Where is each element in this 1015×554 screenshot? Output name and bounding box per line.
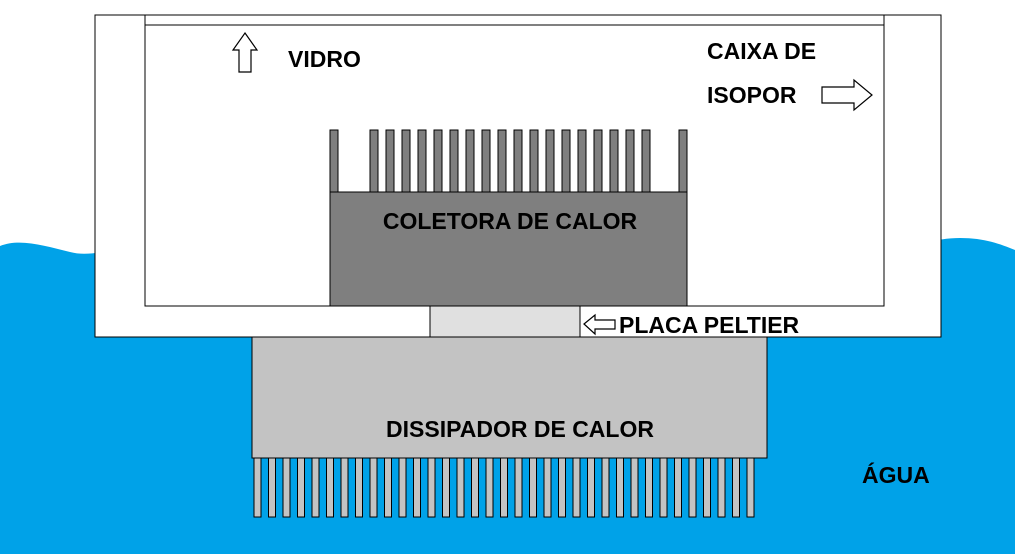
collector-fin xyxy=(449,129,459,195)
collector-fin xyxy=(678,129,688,195)
label-caixa-line2: ISOPOR xyxy=(707,82,797,108)
dissipator-fin xyxy=(500,454,508,518)
collector-fin xyxy=(609,129,619,195)
dissipator-fin xyxy=(514,454,523,518)
dissipator-fin xyxy=(717,454,726,518)
dissipator-fin xyxy=(572,454,581,518)
collector-fin xyxy=(385,129,395,195)
dissipator-fin xyxy=(732,454,740,518)
dissipator-fin xyxy=(340,454,349,518)
dissipator-fin xyxy=(297,454,305,518)
dissipator-fin xyxy=(674,454,682,518)
dissipator-fin xyxy=(456,454,465,518)
collector-fin xyxy=(529,129,539,195)
collector-fin xyxy=(481,129,491,195)
dissipator-fin xyxy=(253,454,262,518)
collector-block xyxy=(329,191,688,307)
dissipator-fin xyxy=(369,454,378,518)
dissipator-fin xyxy=(442,454,450,518)
collector-fin xyxy=(641,129,651,195)
collector-fin xyxy=(369,129,379,195)
dissipator-fin xyxy=(746,454,755,518)
dissipator-fin xyxy=(558,454,566,518)
collector-fin xyxy=(329,129,339,195)
collector-fin xyxy=(465,129,475,195)
dissipator-fins xyxy=(253,454,755,518)
label-dissipador: DISSIPADOR DE CALOR xyxy=(386,416,654,442)
collector-fin xyxy=(401,129,411,195)
up-arrow-icon xyxy=(231,31,259,73)
dissipator-fin xyxy=(601,454,610,518)
left-arrow-icon xyxy=(583,313,616,336)
label-coletora: COLETORA DE CALOR xyxy=(383,208,638,234)
dissipator-fin xyxy=(355,454,363,518)
collector-fin xyxy=(545,129,555,195)
dissipator-fin xyxy=(413,454,421,518)
collector-fin xyxy=(497,129,507,195)
dissipator-fin xyxy=(268,454,276,518)
dissipator-fin xyxy=(427,454,436,518)
dissipator-base xyxy=(251,335,768,459)
collector-fin xyxy=(513,129,523,195)
dissipator-fin xyxy=(282,454,291,518)
dissipator-fin xyxy=(703,454,711,518)
right-arrow-icon xyxy=(821,78,873,112)
peltier-plate xyxy=(429,305,581,338)
dissipator-fin xyxy=(384,454,392,518)
dissipator-fin xyxy=(645,454,653,518)
dissipator-fin xyxy=(311,454,320,518)
dissipator-fin xyxy=(326,454,334,518)
dissipator-fin xyxy=(398,454,407,518)
collector-fin xyxy=(417,129,427,195)
collector-fin xyxy=(561,129,571,195)
dissipator-fin xyxy=(630,454,639,518)
dissipator-fin xyxy=(659,454,668,518)
collector-fin xyxy=(577,129,587,195)
label-vidro: VIDRO xyxy=(288,46,361,72)
dissipator-fin xyxy=(543,454,552,518)
dissipator-fin xyxy=(529,454,537,518)
collector-fin xyxy=(593,129,603,195)
dissipator-fin xyxy=(616,454,624,518)
collector-fin xyxy=(433,129,443,195)
dissipator-fin xyxy=(587,454,595,518)
dissipator-fin xyxy=(688,454,697,518)
dissipator-fin xyxy=(485,454,494,518)
dissipator-fin xyxy=(471,454,479,518)
label-caixa-line1: CAIXA DE xyxy=(707,38,816,64)
collector-fin xyxy=(625,129,635,195)
label-agua: ÁGUA xyxy=(862,461,930,488)
label-peltier: PLACA PELTIER xyxy=(619,312,800,338)
